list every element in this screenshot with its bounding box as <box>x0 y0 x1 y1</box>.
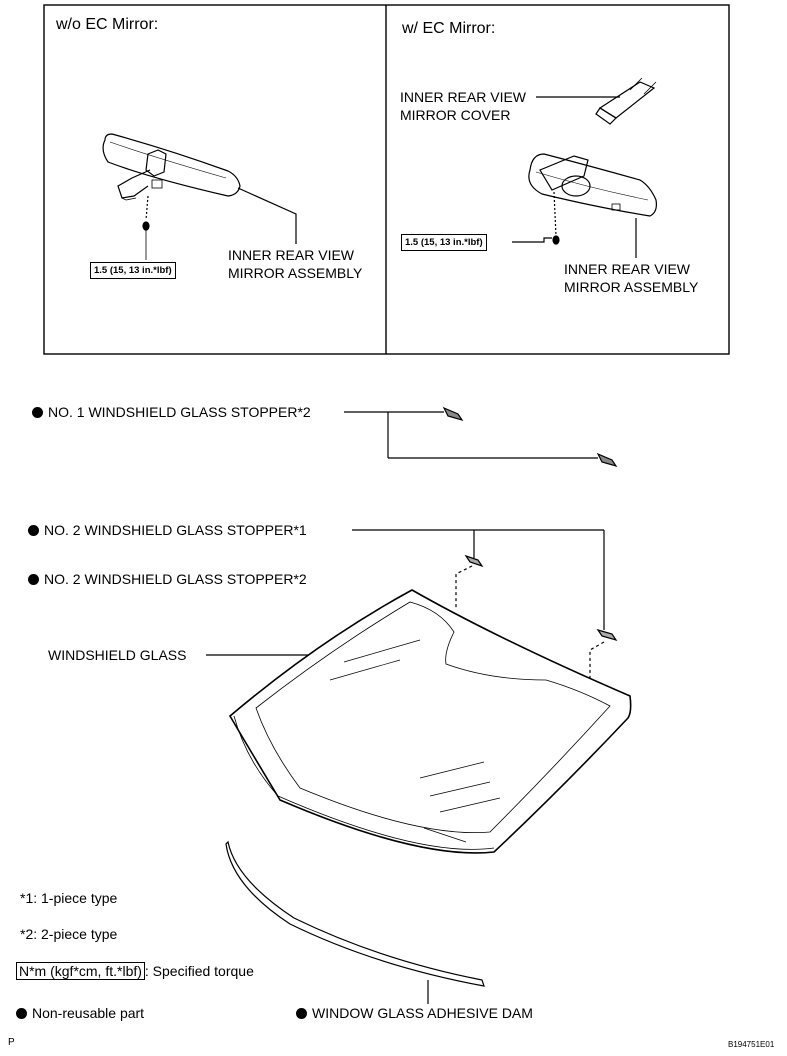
adhesive-dam-illustration <box>225 840 485 1004</box>
left-mirror-label-2: MIRROR ASSEMBLY <box>228 265 363 281</box>
legend-torque: N*m (kgf*cm, ft.*lbf): Specified torque <box>16 962 254 980</box>
non-reusable-dot-icon <box>16 1008 27 1019</box>
right-cover-label-1: INNER REAR VIEW <box>400 89 527 105</box>
right-torque-spec: 1.5 (15, 13 in.*lbf) <box>401 234 487 251</box>
right-mirror-illustration <box>512 77 657 258</box>
non-reusable-text: Non-reusable part <box>32 1005 145 1021</box>
legend-note-2: *2: 2-piece type <box>20 926 118 942</box>
legend-non-reusable: Non-reusable part <box>16 1004 144 1022</box>
right-mirror-label-2: MIRROR ASSEMBLY <box>564 279 699 295</box>
right-cover-label-2: MIRROR COVER <box>400 107 511 123</box>
stopper-no2-1-text: NO. 2 WINDSHIELD GLASS STOPPER*1 <box>44 522 307 538</box>
torque-desc: : Specified torque <box>144 963 254 979</box>
legend-note-1: *1: 1-piece type <box>20 890 118 906</box>
left-mirror-label-1: INNER REAR VIEW <box>228 247 355 263</box>
adhesive-dam-label: WINDOW GLASS ADHESIVE DAM <box>296 1004 533 1022</box>
stopper-no2-2-label: NO. 2 WINDSHIELD GLASS STOPPER*2 <box>28 570 307 588</box>
stopper-no2-1-label: NO. 2 WINDSHIELD GLASS STOPPER*1 <box>28 521 307 539</box>
left-mirror-illustration <box>102 133 297 260</box>
non-reusable-dot-icon <box>28 525 39 536</box>
left-torque-spec: 1.5 (15, 13 in.*lbf) <box>90 262 176 279</box>
stopper-no1-text: NO. 1 WINDSHIELD GLASS STOPPER*2 <box>48 404 311 420</box>
stopper-no1-leaders <box>344 406 618 468</box>
non-reusable-dot-icon <box>28 574 39 585</box>
windshield-illustration <box>206 589 632 854</box>
adhesive-dam-text: WINDOW GLASS ADHESIVE DAM <box>312 1005 533 1021</box>
right-mirror-label-1: INNER REAR VIEW <box>564 261 691 277</box>
figure-id: B194751E01 <box>728 1040 775 1049</box>
footer-mark: P <box>8 1037 15 1048</box>
right-torque-value: 1.5 (15, 13 in.*lbf) <box>405 237 483 248</box>
left-torque-value: 1.5 (15, 13 in.*lbf) <box>94 265 172 276</box>
non-reusable-dot-icon <box>296 1008 307 1019</box>
stopper-no2-2-text: NO. 2 WINDSHIELD GLASS STOPPER*2 <box>44 571 307 587</box>
torque-unit-box: N*m (kgf*cm, ft.*lbf) <box>16 962 145 980</box>
left-panel-title: w/o EC Mirror: <box>56 16 159 33</box>
stopper-no1-label: NO. 1 WINDSHIELD GLASS STOPPER*2 <box>32 403 311 421</box>
right-panel-title: w/ EC Mirror: <box>402 20 496 37</box>
stopper-no2-leaders <box>352 529 618 680</box>
non-reusable-dot-icon <box>32 407 43 418</box>
windshield-glass-label: WINDSHIELD GLASS <box>48 647 187 663</box>
